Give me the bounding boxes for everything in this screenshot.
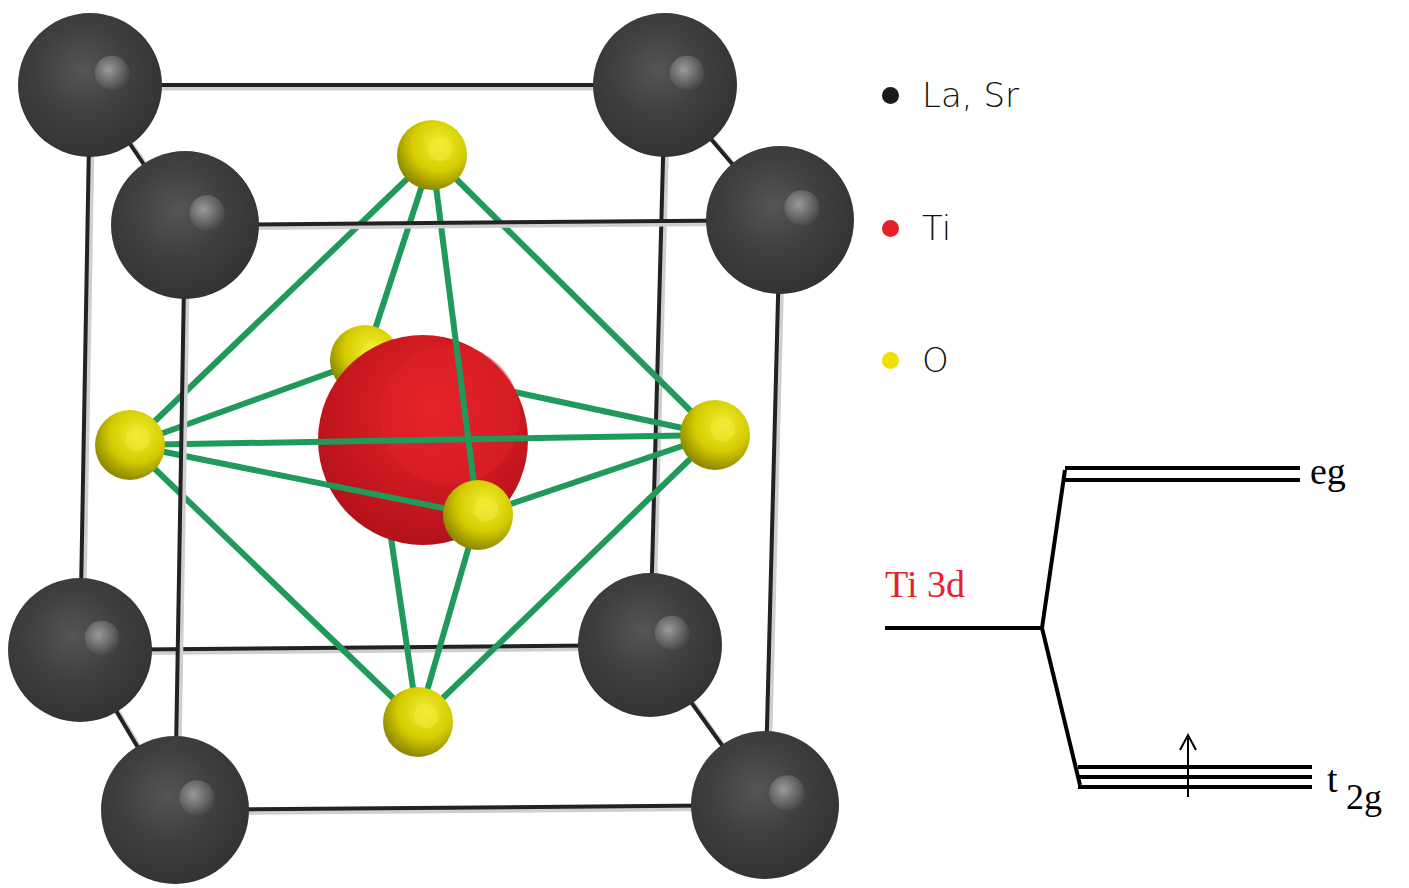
level-label: t: [1327, 760, 1338, 798]
legend-swatch: [882, 352, 899, 369]
front-atoms: [101, 146, 854, 884]
cube-edges: [80, 85, 783, 813]
subscript: 2g: [1346, 779, 1382, 815]
legend-text: O: [922, 343, 949, 377]
level-label: Ti 3d: [885, 565, 965, 603]
back-atoms: [8, 13, 737, 722]
cube-edges: [175, 220, 783, 813]
energy-levels: [885, 468, 1312, 797]
legend-text: Ti: [922, 211, 951, 245]
legend-swatch: [882, 220, 899, 237]
legend-swatch: [882, 87, 899, 104]
legend-text: La, Sr: [922, 78, 1019, 112]
level-label: eg: [1310, 452, 1346, 490]
oxygen-atoms: [95, 120, 750, 757]
